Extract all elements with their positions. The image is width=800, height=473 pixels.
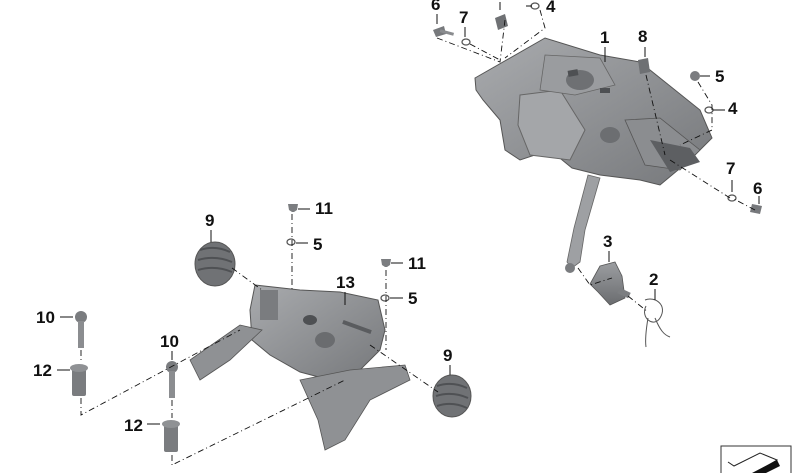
callout-label-10: 10 [160,332,179,351]
callout-label-9: 9 [205,211,215,230]
diagram-logo-mark [720,445,792,473]
callout-label-4: 4 [546,0,556,16]
assembly-lines [57,2,760,425]
callout-label-7: 7 [459,8,469,27]
callout-label-4: 4 [728,99,738,118]
dash-dot-lines [80,9,756,466]
upper-hardware [433,2,762,214]
callout-label-9: 9 [443,346,453,365]
callout-label-11: 11 [315,199,333,218]
callout-label-5: 5 [408,289,418,308]
callout-label-6: 6 [431,0,441,14]
callout-label-13: 13 [336,273,355,292]
callout-label-6: 6 [753,179,763,198]
callout-label-8: 8 [638,27,648,46]
lower-hardware [70,204,391,452]
part-1-lever-arm [565,174,601,273]
callout-label-2: 2 [649,270,659,289]
part-13-lower-carrier [189,284,411,451]
part-3-sensor-housing [589,261,631,306]
callout-label-11: 11 [408,254,426,273]
part-9-rubber-buffer-left [194,241,236,287]
callout-label-12: 12 [33,361,52,380]
callout-label-5: 5 [715,67,725,86]
callout-label-7: 7 [726,159,736,178]
callout-label-5: 5 [313,235,323,254]
callout-label-3: 3 [603,232,613,251]
part-1-main-bracket [474,37,713,186]
part-2-spring-clip [644,298,671,348]
part-9-rubber-buffer-right [432,374,472,418]
callout-label-12: 12 [124,416,143,435]
callout-label-1: 1 [600,28,610,47]
callout-label-10: 10 [36,308,55,327]
